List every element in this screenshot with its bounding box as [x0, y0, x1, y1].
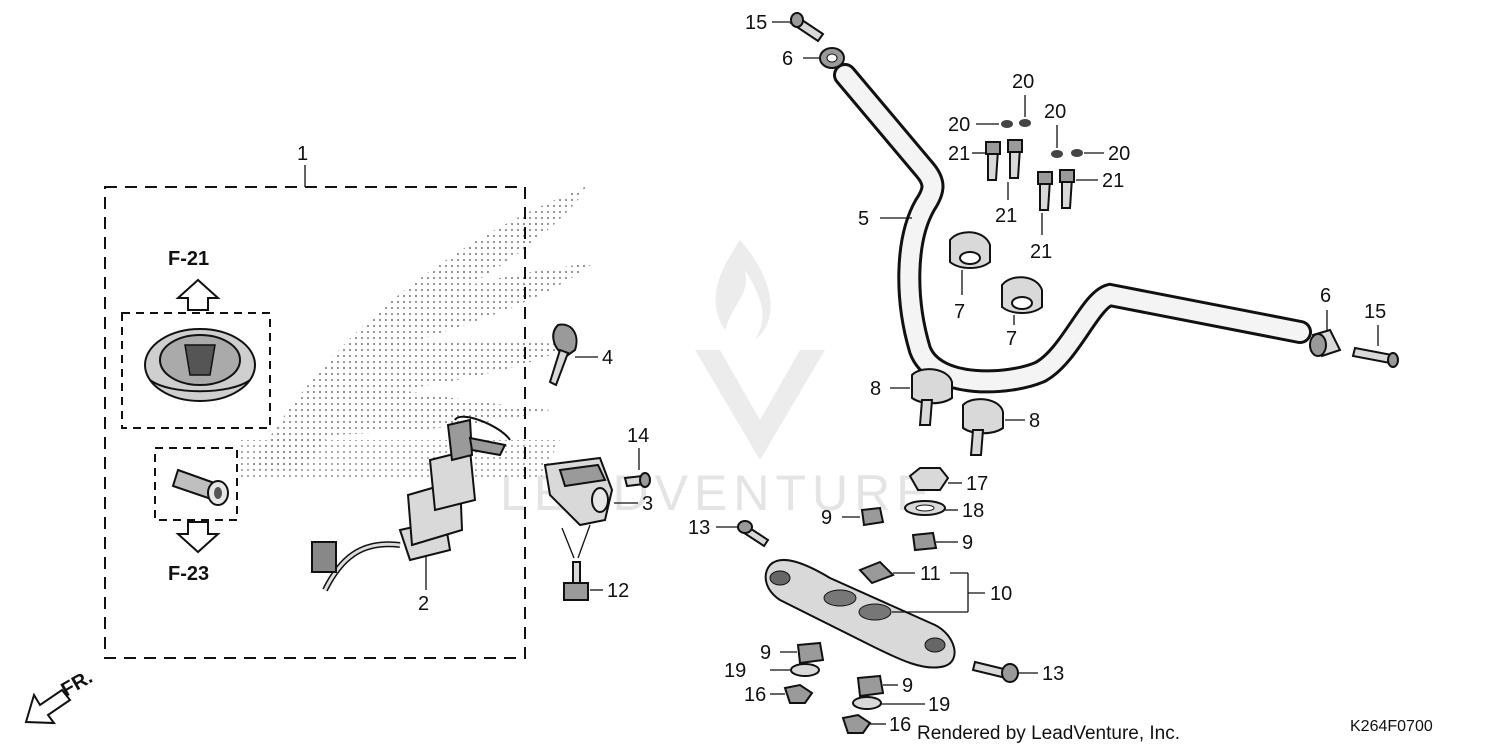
- callout-19-a: 19: [724, 660, 746, 682]
- ignition-switch-icon: [311, 415, 511, 592]
- switch-cover-icon: [543, 456, 614, 527]
- callout-14: 14: [627, 425, 649, 447]
- callout-6-right: 6: [1320, 285, 1331, 307]
- nut-16-b-icon: [841, 713, 872, 734]
- callout-20-b: 20: [1012, 71, 1034, 93]
- callout-2: 2: [418, 593, 429, 615]
- callout-9-b: 9: [962, 532, 973, 554]
- callout-9-a: 9: [821, 507, 832, 529]
- callout-1: 1: [297, 143, 308, 165]
- callout-4: 4: [602, 347, 613, 369]
- lock-box: [154, 447, 238, 521]
- callout-21-c: 21: [1030, 241, 1052, 263]
- callout-16-b: 16: [889, 714, 911, 736]
- nut-17-icon: [908, 467, 950, 491]
- callout-7-left: 7: [954, 301, 965, 323]
- washer-18-icon: [904, 500, 946, 516]
- bolt-12-icon: [563, 561, 589, 601]
- bolts-21-icon: [985, 139, 1075, 211]
- callout-9-d: 9: [902, 675, 913, 697]
- callout-13-right: 13: [1042, 663, 1064, 685]
- leader-12-a: [561, 527, 575, 559]
- ref-down-arrow-icon: [175, 521, 221, 554]
- key-icon: [548, 323, 578, 387]
- callout-21-a: 21: [948, 143, 970, 165]
- wing-emblem: [240, 185, 595, 480]
- washer-19-a-icon: [790, 663, 820, 677]
- fuel-cap-icon: [144, 328, 256, 402]
- kit-box: [104, 186, 526, 659]
- rubber-9-b-icon: [911, 531, 938, 552]
- leader-12-b: [577, 524, 591, 559]
- callout-21-b: 21: [995, 205, 1017, 227]
- ref-f23: F-23: [168, 563, 209, 585]
- callout-5: 5: [858, 208, 869, 230]
- ref-up-arrow-icon: [175, 278, 221, 311]
- callout-9-c: 9: [760, 642, 771, 664]
- nut-16-a-icon: [783, 683, 814, 704]
- callout-18: 18: [962, 500, 984, 522]
- callout-11: 11: [920, 563, 941, 585]
- callout-15-right: 15: [1364, 301, 1386, 323]
- end-weight-top-icon: [819, 47, 845, 69]
- upper-holder-right-icon: [1001, 276, 1043, 314]
- callout-21-d: 21: [1102, 170, 1124, 192]
- top-bridge-icon: [764, 558, 956, 669]
- bolt-13-right-icon: [971, 660, 1019, 683]
- upper-holder-left-icon: [949, 231, 991, 269]
- callout-7-right: 7: [1006, 328, 1017, 350]
- diagram-code: K264F0700: [1350, 718, 1433, 735]
- callout-20-c: 20: [1044, 101, 1066, 123]
- callout-16-a: 16: [744, 684, 766, 706]
- lower-holder-right-icon: [962, 398, 1004, 456]
- front-arrow-icon: [24, 688, 72, 725]
- screw-14-icon: [623, 472, 651, 488]
- callout-8-left: 8: [870, 378, 881, 400]
- rubber-9-c-icon: [796, 641, 825, 665]
- rubber-9-d-icon: [856, 674, 885, 698]
- caps-20-icon: [1001, 119, 1083, 158]
- callout-20-d: 20: [1108, 143, 1130, 165]
- callout-8-right: 8: [1029, 410, 1040, 432]
- handlebar-icon: [833, 63, 1312, 394]
- callout-20-a: 20: [948, 114, 970, 136]
- callout-12: 12: [607, 580, 629, 602]
- callout-3: 3: [642, 493, 653, 515]
- callout-6-top: 6: [782, 48, 793, 70]
- credit-text: Rendered by LeadVenture, Inc.: [917, 723, 1180, 744]
- fuel-cap-box: [121, 312, 271, 429]
- screw-15-right-icon: [1351, 346, 1399, 368]
- callout-13-left: 13: [688, 517, 710, 539]
- ref-f21: F-21: [168, 248, 209, 270]
- lower-holder-left-icon: [911, 368, 953, 426]
- callout-17: 17: [966, 473, 988, 495]
- rubber-9-a-icon: [860, 506, 885, 527]
- screw-15-top-icon: [789, 12, 825, 43]
- callout-10: 10: [990, 583, 1012, 605]
- callout-19-b: 19: [928, 694, 950, 716]
- end-weight-right-icon: [1309, 328, 1342, 358]
- washer-19-b-icon: [852, 696, 882, 710]
- lock-cylinder-icon: [171, 468, 229, 506]
- bolt-13-left-icon: [737, 520, 770, 548]
- callout-15-top: 15: [745, 12, 767, 34]
- front-direction: FR.: [24, 666, 96, 725]
